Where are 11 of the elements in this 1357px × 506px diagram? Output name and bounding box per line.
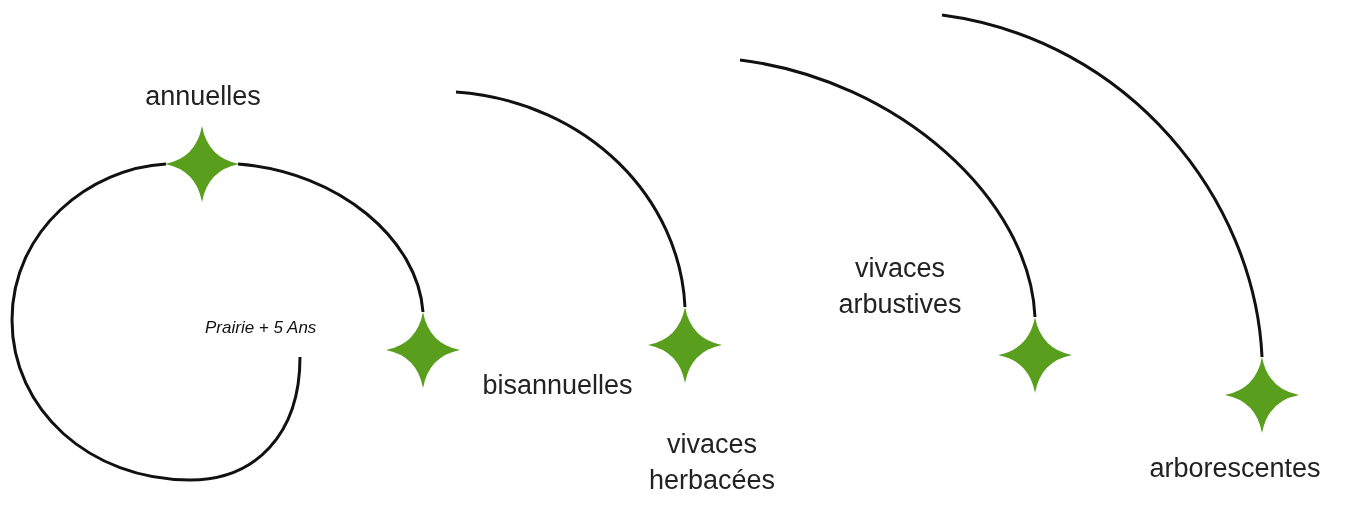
curved-line: [739, 58, 1037, 318]
stage-label: vivaces herbacées: [647, 428, 777, 497]
stage-label: bisannuelles: [481, 369, 634, 402]
curved-line: [455, 90, 687, 308]
curved-line: [941, 13, 1264, 358]
curved-line: [10, 162, 302, 482]
curved-line: [237, 162, 425, 313]
stage-label: vivaces arbustives: [837, 252, 963, 321]
stage-label: arborescentes: [1148, 452, 1322, 485]
center-label: Prairie + 5 Ans: [205, 318, 317, 338]
stage-label: annuelles: [144, 80, 262, 113]
